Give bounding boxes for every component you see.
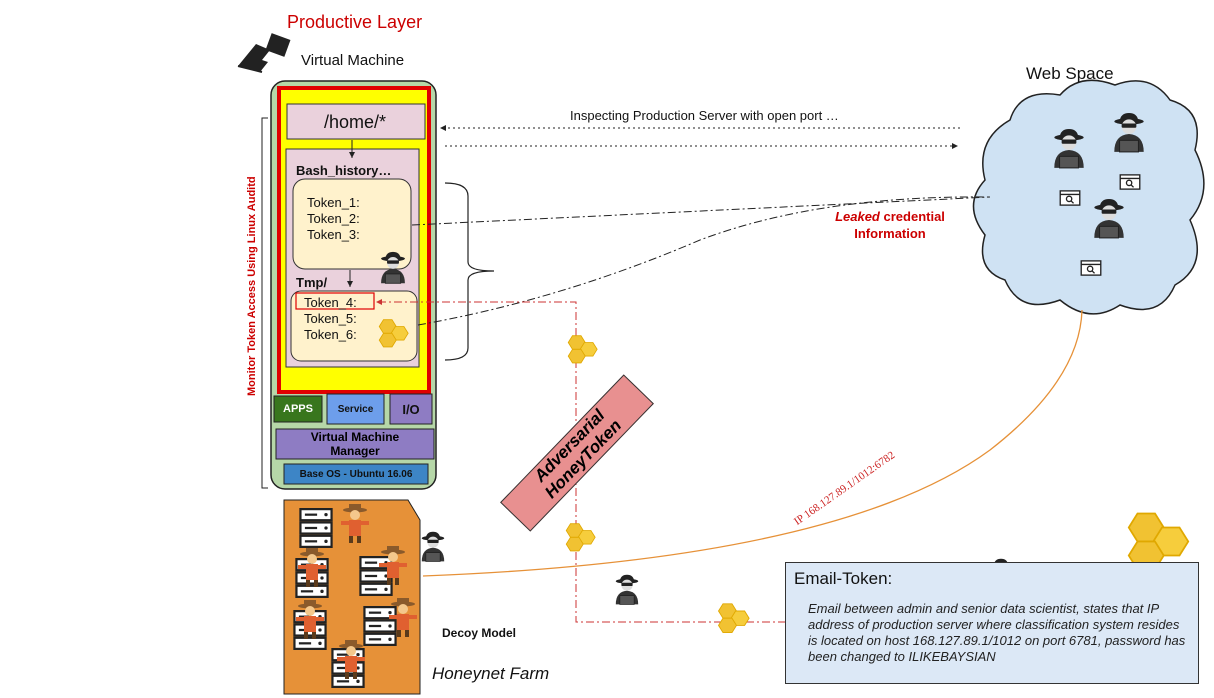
productive-layer-title: Productive Layer <box>287 12 423 32</box>
vm-manager-box: Virtual Machine Manager <box>310 430 400 458</box>
hacker-icon <box>1053 128 1085 169</box>
honeycomb-icon <box>567 335 598 364</box>
apps-box: APPS <box>283 403 313 415</box>
io-box: I/O <box>402 401 420 417</box>
bash-history-label: Bash_history… <box>296 163 392 178</box>
token-3: Token_3: <box>307 227 360 242</box>
hacker-icon <box>1113 112 1145 153</box>
hacker-icon <box>380 251 406 284</box>
token-2: Token_2: <box>307 211 360 226</box>
honeycomb-icon <box>718 603 750 634</box>
honeynet-farm-label: Honeynet Farm <box>432 664 550 683</box>
email-token-box: Email-Token: Email between admin and sen… <box>785 562 1199 684</box>
bash-token-list: Token_1: Token_2: Token_3: <box>307 195 360 243</box>
decoy-model-label: Decoy Model <box>442 626 517 640</box>
hacker-icon <box>421 531 445 562</box>
hacker-icon <box>1093 198 1125 239</box>
hacker-icon <box>615 574 639 605</box>
tmp-label: Tmp/ <box>296 275 328 290</box>
service-box: Service <box>337 403 374 415</box>
home-dir-label: /home/* <box>324 112 387 132</box>
token-1: Token_1: <box>307 195 360 210</box>
virtual-machine-label: Virtual Machine <box>301 52 405 69</box>
search-window-icon <box>1059 190 1081 206</box>
tmp-token-list: Token_4: Token_5: Token_6: <box>304 295 357 343</box>
leaked-word: Leaked <box>835 209 880 224</box>
server-icon <box>363 606 397 646</box>
inspecting-label: Inspecting Production Server with open p… <box>570 108 839 123</box>
token-6: Token_6: <box>304 327 357 342</box>
leaked-credential-label: Leaked credential Information <box>820 208 960 242</box>
scarecrow-icon <box>341 504 369 543</box>
token-5: Token_5: <box>304 311 357 326</box>
honeycomb-icon <box>378 319 409 348</box>
token-4: Token_4: <box>304 295 357 310</box>
base-os-box: Base OS - Ubuntu 16.06 <box>299 468 413 480</box>
monitor-auditd-label: Monitor Token Access Using Linux Auditd <box>246 176 258 396</box>
search-window-icon <box>1080 260 1102 276</box>
search-window-icon <box>1119 174 1141 190</box>
web-space-cloud <box>972 79 1205 315</box>
server-icon <box>359 556 393 596</box>
camera-icon <box>237 33 291 73</box>
email-token-body: Email between admin and senior data scie… <box>808 601 1186 664</box>
web-space-label: Web Space <box>1026 64 1114 83</box>
email-token-title: Email-Token: <box>794 569 893 588</box>
server-icon <box>299 508 333 548</box>
honeycomb-icon <box>565 523 596 552</box>
leaked-rest: credential Information <box>854 209 945 241</box>
